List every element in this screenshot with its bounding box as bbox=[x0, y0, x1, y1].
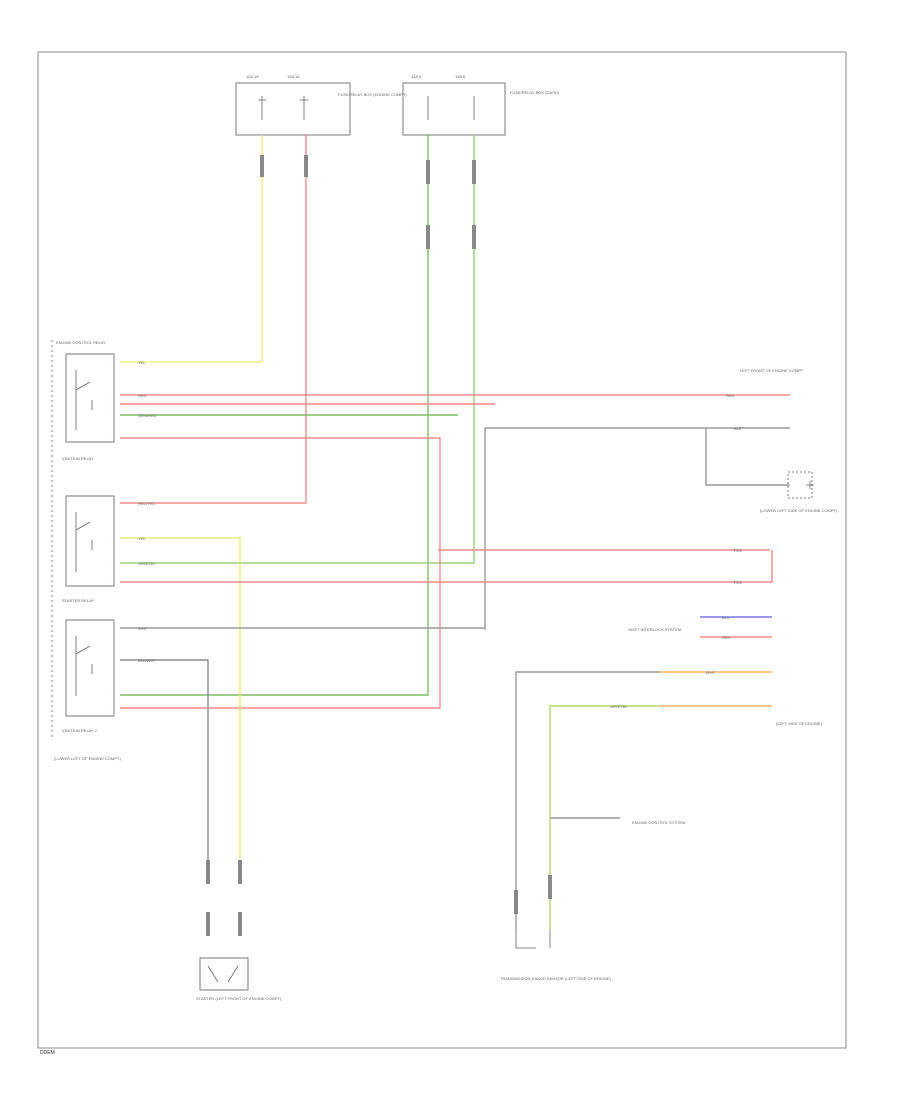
wire-label-grn-yel: GRN/YEL bbox=[138, 561, 156, 566]
connector-icon bbox=[206, 860, 210, 884]
ecm-note: ENGINE CONTROL SYSTEM bbox=[632, 820, 685, 825]
relay-3-label: IGNITION RELAY 2 bbox=[62, 728, 98, 733]
fuse-box-label: FUSE/RELAY BOX (ENGINE COMPT) bbox=[338, 92, 407, 97]
wire-red-6 bbox=[120, 550, 773, 583]
wire-green-1 bbox=[120, 135, 429, 696]
fuse-header-a: 10A 15 bbox=[246, 74, 259, 79]
tr-sensor: TRANSMISSION RANGE SENSOR (LEFT SIDE OF … bbox=[500, 930, 611, 981]
connector-icon bbox=[206, 912, 210, 936]
top-right-fuse-box: 15A 5 15A 6 FUSE/RELAY BOX (DASH) bbox=[402, 74, 560, 136]
diagram-frame bbox=[37, 51, 847, 1049]
wire-green-4 bbox=[549, 705, 660, 930]
fuse-header-a: 15A 5 bbox=[411, 74, 422, 79]
wire-label-red: RED bbox=[726, 393, 735, 398]
connector-icon bbox=[426, 225, 430, 249]
relay-switch-icon bbox=[75, 512, 93, 572]
right-ground-label: (LOWER LEFT SIDE OF ENGINE COMPT) bbox=[760, 508, 838, 513]
sensor-icon bbox=[515, 930, 551, 949]
starter-label: STARTER (LEFT FRONT OF ENGINE COMPT) bbox=[196, 996, 282, 1001]
wire-label-yel: YEL bbox=[138, 360, 146, 365]
relay-group: ENGINE CONTROL RELAY IGNITION RELAY YEL … bbox=[51, 340, 157, 761]
wire-gray-1 bbox=[484, 427, 790, 630]
wire-label-wht: WHT bbox=[138, 626, 148, 631]
wire-yellow-1 bbox=[120, 135, 263, 363]
wire-green-2 bbox=[120, 135, 475, 564]
fuse-header-b: 15A 16 bbox=[287, 74, 300, 79]
wire-label-grn-red: GRN/RED bbox=[138, 413, 157, 418]
connector-icon bbox=[548, 875, 552, 899]
wire-red-1 bbox=[120, 135, 307, 504]
connector-icon bbox=[426, 160, 430, 184]
connectors bbox=[206, 155, 552, 936]
wires bbox=[120, 135, 790, 930]
wire-label-blk: BLK bbox=[734, 426, 742, 431]
wire-label-red: RED bbox=[722, 635, 731, 640]
relay-2 bbox=[65, 495, 115, 587]
bottom-left-note: (LOWER LEFT OF ENGINE COMPT) bbox=[54, 756, 121, 761]
relay-3 bbox=[65, 619, 115, 717]
tr-sensor-label: TRANSMISSION RANGE SENSOR (LEFT SIDE OF … bbox=[500, 976, 611, 981]
connector-icon bbox=[514, 890, 518, 914]
top-left-fuse-box: 10A 15 15A 16 FUSE/RELAY BOX (ENGINE COM… bbox=[235, 74, 407, 136]
module-group-label: ENGINE CONTROL RELAY bbox=[56, 340, 106, 345]
wire-label-grn-yel: GRN/YEL bbox=[610, 704, 628, 709]
connector-icon bbox=[472, 225, 476, 249]
connector-icon bbox=[238, 912, 242, 936]
relay-2-label: STARTER RELAY bbox=[62, 598, 95, 603]
ground-icon bbox=[806, 481, 814, 489]
wire-label-blu: BLU bbox=[722, 615, 730, 620]
wire-yellow-2 bbox=[120, 537, 241, 880]
fuse-icon bbox=[261, 96, 305, 120]
fuse-header-b: 15A 6 bbox=[455, 74, 466, 79]
wire-gray-2 bbox=[705, 428, 790, 486]
right-low-label: (LEFT SIDE OF ENGINE) bbox=[776, 721, 823, 726]
starter-motor bbox=[199, 957, 249, 991]
wire-label-red: RED bbox=[734, 580, 743, 585]
fuse-icon bbox=[427, 96, 475, 120]
starter: STARTER (LEFT FRONT OF ENGINE COMPT) bbox=[196, 957, 282, 1001]
right-mid-label: SHIFT INTERLOCK SYSTEM bbox=[628, 627, 681, 632]
wire-label-red: RED bbox=[734, 548, 743, 553]
relay-switch-icon bbox=[75, 636, 93, 696]
connector-icon bbox=[238, 860, 242, 884]
starter-icon bbox=[207, 965, 239, 983]
wire-label-blk-wht: BLK/WHT bbox=[138, 658, 156, 663]
right-components: LEFT FRONT OF ENGINE COMPT RED BLK (LOWE… bbox=[610, 368, 838, 825]
wire-gray-4 bbox=[120, 659, 209, 880]
wire-label-red-yel: RED/YEL bbox=[138, 501, 156, 506]
connector-icon bbox=[260, 155, 264, 177]
connector-icon bbox=[304, 155, 308, 177]
relay-1 bbox=[65, 353, 115, 443]
page-code: DDEM bbox=[40, 1050, 55, 1056]
relay-1-label: IGNITION RELAY bbox=[62, 456, 94, 461]
right-top-label: LEFT FRONT OF ENGINE COMPT bbox=[740, 368, 804, 373]
wire-label-wht: WHT bbox=[706, 670, 716, 675]
relay-switch-icon bbox=[75, 370, 93, 430]
wire-label-red: RED bbox=[138, 393, 147, 398]
connector-icon bbox=[472, 160, 476, 184]
wire-label-yel: YEL bbox=[138, 536, 146, 541]
fuse-box-label: FUSE/RELAY BOX (DASH) bbox=[510, 90, 560, 95]
wire-red-4 bbox=[120, 437, 441, 709]
wire-gray-5 bbox=[515, 671, 660, 930]
